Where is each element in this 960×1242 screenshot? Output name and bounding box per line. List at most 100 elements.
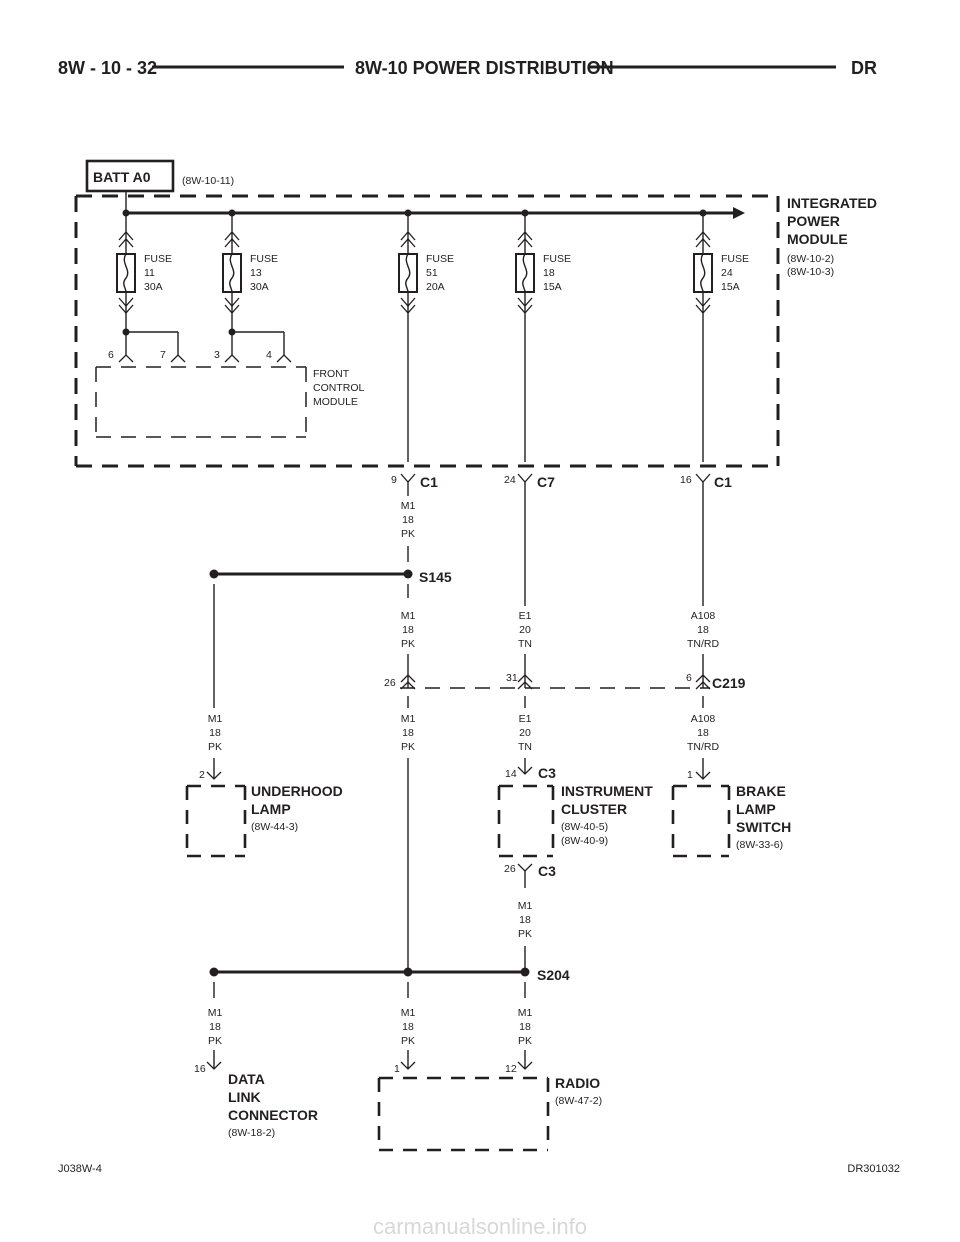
c1-connector-label: C1 — [420, 474, 438, 490]
wire-label-tn-a: TN — [518, 638, 532, 650]
dlc-name-3: CONNECTOR — [228, 1107, 318, 1123]
fuse-18-line-2: 18 — [543, 267, 555, 279]
dlc-ref: (8W-18-2) — [228, 1127, 275, 1139]
c1-pin-9-number: 9 — [391, 474, 397, 486]
ipm-label: INTEGRATED POWER MODULE (8W-10-2) (8W-10… — [787, 195, 877, 278]
wire-label-e1-b: E1 — [519, 713, 532, 725]
wire-m1-radio-1: M1 18 PK — [401, 982, 416, 1069]
underhood-lamp-name-1: UNDERHOOD — [251, 783, 343, 799]
c7-pin-24-number: 24 — [504, 474, 516, 486]
wire-m1-column-center: M1 18 PK M1 18 PK M1 18 PK — [401, 482, 416, 970]
s204-label: S204 — [537, 967, 570, 983]
fcm-name-line-1: FRONT — [313, 368, 350, 380]
header-title: 8W-10 POWER DISTRIBUTION — [355, 58, 614, 78]
c219-pin-26: 26 — [384, 677, 396, 689]
wire-label-18-a: 18 — [402, 514, 414, 526]
fuse-13-line-2: 13 — [250, 267, 262, 279]
wire-label-m1-ic: M1 — [518, 900, 533, 912]
ic-name-1: INSTRUMENT — [561, 783, 653, 799]
c7-connector-label: C7 — [537, 474, 555, 490]
c219-label: C219 — [712, 675, 746, 691]
wire-label-a108-a: A108 — [691, 610, 716, 622]
ipm-ref-2: (8W-10-3) — [787, 266, 834, 278]
underhood-lamp-pin: 2 — [199, 769, 205, 781]
page-header: 8W - 10 - 32 8W-10 POWER DISTRIBUTION DR — [58, 58, 877, 78]
batt-a0-ref: (8W-10-11) — [182, 175, 234, 187]
splice-s204: S204 — [209, 967, 570, 983]
ipm-border — [74, 194, 780, 468]
ic-connector-c3-out: C3 — [538, 863, 556, 879]
wire-label-m1-r1: M1 — [401, 1007, 416, 1019]
wire-label-tn-b: TN — [518, 741, 532, 753]
wire-label-pk-b: PK — [401, 638, 415, 650]
ipm-connector-c7-pin24: 24 C7 — [504, 473, 555, 490]
ic-pin-14: 14 — [505, 768, 517, 780]
wire-label-m1-b: M1 — [401, 610, 416, 622]
brake-lamp-switch: 1 BRAKE LAMP SWITCH (8W-33-6) — [671, 769, 791, 858]
ic-ref-1: (8W-40-5) — [561, 821, 608, 833]
fuse-51-line-3: 20A — [426, 281, 445, 293]
wire-label-m1-uh: M1 — [208, 713, 223, 725]
fcm-pin-7: 7 — [160, 349, 166, 361]
ipm-name-line-3: MODULE — [787, 231, 848, 247]
c1b-connector-label: C1 — [714, 474, 732, 490]
fuse-18-line-1: FUSE — [543, 253, 571, 265]
ipm-connector-c1-pin16: 16 C1 — [680, 473, 732, 490]
fuse-13-line-1: FUSE — [250, 253, 278, 265]
wire-label-pk-r1: PK — [401, 1035, 415, 1047]
wire-label-e1-a: E1 — [519, 610, 532, 622]
fuse-11-line-3: 30A — [144, 281, 163, 293]
wire-label-18-r12: 18 — [519, 1021, 531, 1033]
c219-pin-31: 31 — [506, 672, 518, 684]
header-page-number: 8W - 10 - 32 — [58, 58, 157, 78]
wire-label-18-uh: 18 — [209, 727, 221, 739]
footer-figure-id: J038W-4 — [58, 1163, 102, 1175]
dlc-name-1: DATA — [228, 1071, 265, 1087]
wire-label-a108-b: A108 — [691, 713, 716, 725]
wire-label-m1-dlc: M1 — [208, 1007, 223, 1019]
fuse-13-line-3: 30A — [250, 281, 269, 293]
ipm-name-line-2: POWER — [787, 213, 840, 229]
ic-name-2: CLUSTER — [561, 801, 627, 817]
bls-name-2: LAMP — [736, 801, 776, 817]
ipm-ref-1: (8W-10-2) — [787, 253, 834, 265]
wire-label-18-c: 18 — [402, 727, 414, 739]
fcm-name-line-3: MODULE — [313, 396, 358, 408]
underhood-lamp-ref: (8W-44-3) — [251, 821, 298, 833]
radio-pin-12: 12 — [505, 1063, 517, 1075]
wire-label-pk-c: PK — [401, 741, 415, 753]
ic-ref-2: (8W-40-9) — [561, 835, 608, 847]
s145-label: S145 — [419, 569, 452, 585]
wire-label-20-a: 20 — [519, 624, 531, 636]
page-footer: J038W-4 DR301032 — [58, 1163, 900, 1175]
bls-ref: (8W-33-6) — [736, 839, 783, 851]
wire-label-pk-dlc: PK — [208, 1035, 222, 1047]
fuse-18-line-3: 15A — [543, 281, 562, 293]
bls-name-1: BRAKE — [736, 783, 786, 799]
fuse-24: FUSE 24 15A — [693, 209, 749, 462]
front-control-module: 6 7 3 4 FRONT CONTROL MODULE — [95, 328, 364, 438]
c219-pin-6: 6 — [686, 672, 692, 684]
fuse-24-line-3: 15A — [721, 281, 740, 293]
header-model: DR — [851, 58, 877, 78]
battery-bus — [125, 191, 745, 219]
wire-e1-column: E1 20 TN E1 20 TN — [518, 482, 532, 774]
fcm-pin-3: 3 — [214, 349, 220, 361]
wire-label-18-a108-a: 18 — [697, 624, 709, 636]
fuse-51-line-1: FUSE — [426, 253, 454, 265]
wire-a108-column: A108 18 TN/RD A108 18 TN/RD — [687, 482, 719, 779]
wire-label-pk-uh: PK — [208, 741, 222, 753]
instrument-cluster: 14 C3 INSTRUMENT CLUSTER (8W-40-5) (8W-4… — [497, 765, 653, 970]
fuse-51-line-2: 51 — [426, 267, 438, 279]
wire-label-m1-r12: M1 — [518, 1007, 533, 1019]
wire-label-tnrd-b: TN/RD — [687, 741, 719, 753]
radio-ref: (8W-47-2) — [555, 1095, 602, 1107]
wire-label-pk-r12: PK — [518, 1035, 532, 1047]
batt-a0-box — [85, 159, 175, 193]
fuse-24-line-2: 24 — [721, 267, 733, 279]
wire-m1-dlc: M1 18 PK — [208, 982, 223, 1069]
wire-label-18-b: 18 — [402, 624, 414, 636]
footer-drawing-id: DR301032 — [847, 1163, 900, 1175]
watermark: carmanualsonline.info — [372, 1214, 588, 1239]
wire-label-18-r1: 18 — [402, 1021, 414, 1033]
